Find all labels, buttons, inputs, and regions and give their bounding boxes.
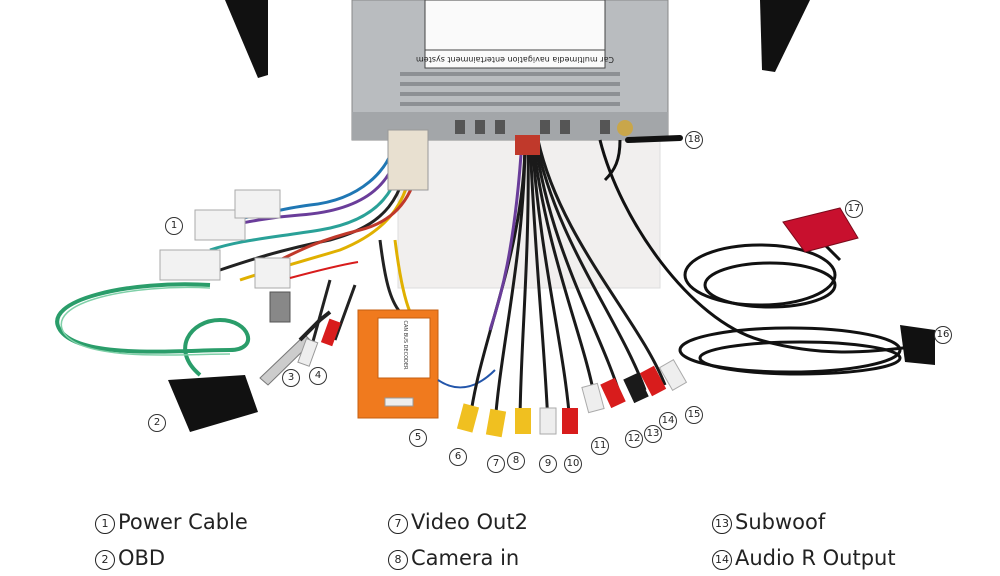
power-connectors	[159, 189, 291, 289]
rca-plugs	[456, 359, 688, 438]
callout-15: 15	[685, 406, 703, 424]
svg-text:CAN BUS DECODER: CAN BUS DECODER	[402, 320, 408, 370]
callout-17: 17	[845, 200, 863, 218]
callout-14: 14	[659, 412, 677, 430]
callout-2: 2	[148, 414, 166, 432]
obd-connector	[168, 375, 258, 432]
wifi-antenna	[625, 135, 683, 143]
left-bracket	[225, 0, 268, 78]
unit-label-text: Car multimedia navigation entertainment …	[416, 55, 614, 64]
rear-connectors	[455, 120, 610, 134]
legend-number: 8	[388, 550, 408, 570]
legend-label: OBD	[118, 546, 166, 570]
callout-13: 13	[644, 425, 662, 443]
rca-pair-left	[297, 279, 357, 367]
can-decoder: CAN BUS DECODER	[357, 239, 496, 419]
callout-1: 1	[165, 217, 183, 235]
gps-puck	[782, 207, 859, 253]
legend-number: 13	[712, 514, 732, 534]
callout-5: 5	[409, 429, 427, 447]
unit-vents	[400, 72, 620, 106]
callout-3: 3	[282, 369, 300, 387]
legend-label: Audio R Output	[735, 546, 896, 570]
callout-4: 4	[309, 367, 327, 385]
callout-7: 7	[487, 455, 505, 473]
callout-8: 8	[507, 452, 525, 470]
legend-label: Subwoof	[735, 510, 826, 534]
right-bracket	[760, 0, 810, 72]
legend-label: Video Out2	[411, 510, 528, 534]
grey-plug	[269, 291, 291, 323]
callout-6: 6	[449, 448, 467, 466]
legend-number: 14	[712, 550, 732, 570]
legend-number: 7	[388, 514, 408, 534]
callout-9: 9	[539, 455, 557, 473]
legend-label: Camera in	[411, 546, 520, 570]
callout-10: 10	[564, 455, 582, 473]
legend-number: 2	[95, 550, 115, 570]
rca-bundle	[468, 139, 667, 426]
gps-antenna	[598, 139, 935, 376]
legend-label: Power Cable	[118, 510, 248, 534]
callout-18: 18	[685, 131, 703, 149]
obd-cable	[55, 282, 251, 377]
legend-number: 1	[95, 514, 115, 534]
callout-12: 12	[625, 430, 643, 448]
callout-16: 16	[934, 326, 952, 344]
callout-11: 11	[591, 437, 609, 455]
unit-label-sticker	[424, 0, 606, 69]
